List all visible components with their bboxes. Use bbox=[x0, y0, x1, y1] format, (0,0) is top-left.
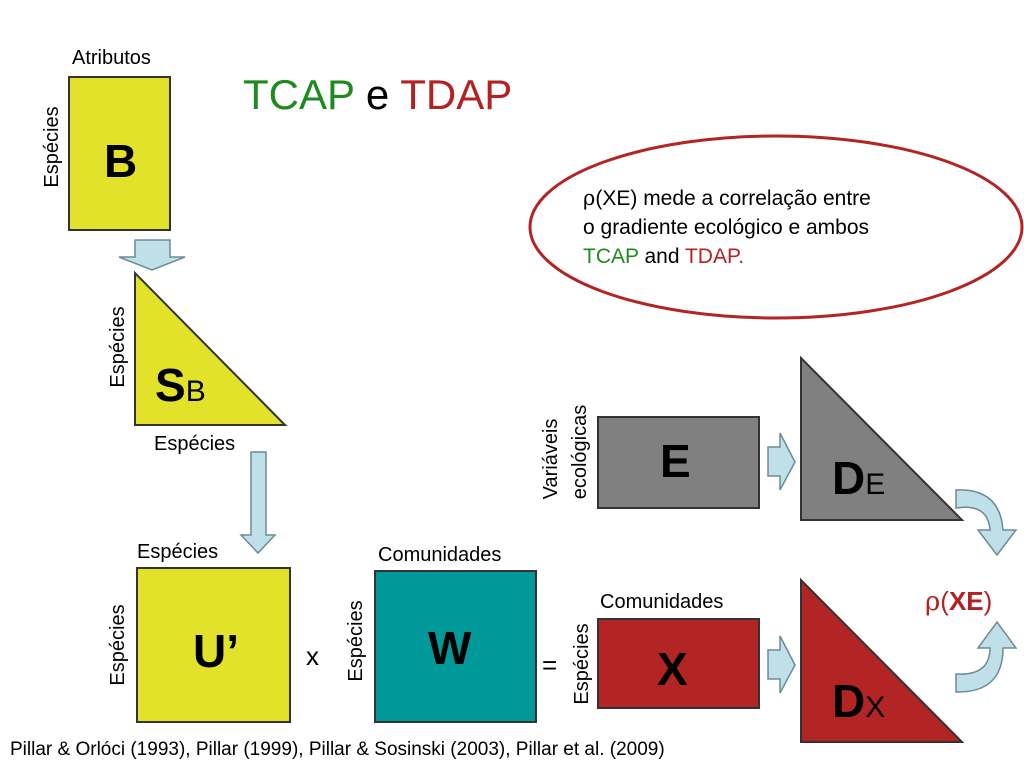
callout-ellipse bbox=[528, 134, 1024, 320]
arrow-right-x-icon bbox=[767, 635, 796, 694]
curved-arrow-dx-icon bbox=[955, 620, 1018, 693]
x-side-label: Espécies bbox=[571, 623, 593, 705]
u-top-label: Espécies bbox=[137, 541, 219, 563]
rho-close: ) bbox=[983, 586, 993, 616]
w-top-label: Comunidades bbox=[378, 544, 502, 566]
title-tcap: TCAP bbox=[243, 71, 355, 118]
title-tdap: TDAP bbox=[400, 71, 513, 118]
matrix-u bbox=[136, 567, 291, 723]
matrix-x bbox=[597, 618, 760, 709]
matrix-sb-letter: SB bbox=[155, 362, 206, 408]
rho-symbol: ρ bbox=[925, 587, 941, 617]
citation: Pillar & Orlóci (1993), Pillar (1999), P… bbox=[10, 739, 665, 760]
matrix-x-letter: X bbox=[657, 643, 688, 695]
rho-xe-label: ρ(XE) bbox=[925, 588, 992, 615]
u-side-label: Espécies bbox=[107, 604, 129, 686]
page-title: TCAP e TDAP bbox=[243, 74, 512, 116]
dx-subscript: X bbox=[865, 691, 886, 724]
matrix-dx-letter: DX bbox=[832, 678, 885, 724]
sb-subscript: B bbox=[185, 375, 206, 408]
callout-line-2: o gradiente ecológico e ambos bbox=[583, 216, 870, 239]
matrix-w-letter: W bbox=[428, 622, 472, 674]
de-letter: D bbox=[832, 452, 866, 504]
rho-open: ( bbox=[940, 586, 949, 616]
sb-side-label: Espécies bbox=[107, 306, 129, 388]
de-subscript: E bbox=[865, 468, 886, 501]
matrix-b-letter: B bbox=[104, 135, 138, 187]
callout-text: ρ(XE) mede a correlação entre o gradient… bbox=[583, 184, 871, 271]
de-triangle bbox=[800, 355, 965, 521]
times-symbol: x bbox=[306, 641, 319, 671]
curved-arrow-de-icon bbox=[955, 489, 1018, 557]
sb-bottom-label: Espécies bbox=[154, 433, 236, 455]
matrix-w bbox=[374, 570, 537, 723]
callout-rho: ρ bbox=[583, 186, 596, 210]
rho-xe: XE bbox=[948, 586, 984, 616]
callout-line1-text: (XE) mede a correlação entre bbox=[595, 187, 871, 210]
e-side-label-2: ecológicas bbox=[569, 404, 591, 500]
matrix-de-letter: DE bbox=[832, 455, 885, 501]
dx-triangle bbox=[800, 577, 965, 743]
callout-line-1: ρ(XE) mede a correlação entre bbox=[583, 184, 871, 213]
matrix-e bbox=[597, 416, 760, 509]
arrow-down-b-icon bbox=[118, 239, 186, 271]
w-side-label: Espécies bbox=[345, 600, 367, 682]
arrow-right-e-icon bbox=[767, 432, 796, 491]
callout-line-3: TCAP and TDAP. bbox=[583, 242, 871, 271]
dx-letter: D bbox=[832, 675, 866, 727]
matrix-b bbox=[68, 76, 171, 231]
x-top-label: Comunidades bbox=[600, 591, 724, 613]
equals-symbol: = bbox=[542, 650, 558, 680]
callout-and: and bbox=[638, 245, 685, 268]
b-top-label: Atributos bbox=[72, 47, 151, 69]
sb-letter: S bbox=[155, 359, 186, 411]
arrow-down-sb-icon bbox=[239, 451, 277, 555]
matrix-u-letter: U’ bbox=[193, 625, 239, 677]
b-side-label: Espécies bbox=[41, 106, 63, 188]
matrix-e-letter: E bbox=[660, 435, 691, 487]
title-e: e bbox=[354, 71, 401, 118]
sb-triangle bbox=[134, 270, 288, 426]
callout-tcap: TCAP bbox=[583, 245, 639, 268]
e-side-label-1: Variáveis bbox=[540, 418, 562, 500]
callout-tdap: TDAP. bbox=[684, 245, 745, 268]
